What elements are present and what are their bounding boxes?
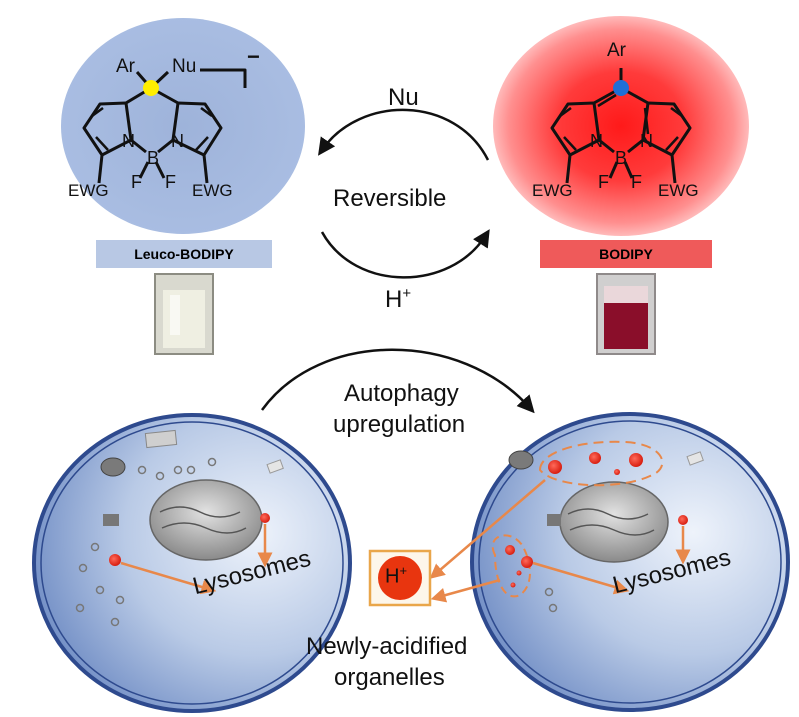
right-ewg1: EWG — [532, 181, 573, 200]
left-n1: N — [122, 131, 135, 151]
proton-box — [368, 549, 432, 607]
left-nu-label: Nu — [172, 56, 197, 77]
left-n2: N — [171, 131, 184, 151]
left-ar-label: Ar — [116, 56, 135, 77]
right-cell-membrane — [470, 412, 790, 712]
acidified-organelle-outline — [491, 534, 531, 598]
left-b: B — [147, 148, 160, 168]
bodipy-label: BODIPY — [540, 240, 712, 268]
left-f2: F — [165, 172, 176, 192]
acid-reagent-label: H+ — [385, 285, 412, 313]
right-cell — [429, 412, 790, 712]
acidified-organelle-outline — [538, 440, 664, 487]
leuco-bodipy-label: Leuco-BODIPY — [96, 240, 272, 268]
leuco-cuvette — [154, 273, 214, 355]
right-n1: N — [590, 131, 603, 151]
bodipy-cuvette — [596, 273, 656, 355]
leuco-blue-halo — [61, 18, 305, 234]
left-nucleus — [149, 479, 263, 561]
sp3-carbon-yellow-dot — [143, 80, 159, 96]
acidified-red-dots — [505, 452, 688, 588]
right-nucleus — [559, 481, 669, 563]
nucleophile-arrow — [318, 108, 490, 161]
bodipy-red-glow — [493, 16, 749, 236]
left-ewg2: EWG — [192, 181, 233, 200]
caption-line1: Newly-acidified — [306, 633, 468, 660]
sp2-carbon-blue-dot — [613, 80, 629, 96]
caption-line2: organelles — [334, 664, 445, 691]
leuco-bodipy-molecule — [61, 18, 305, 234]
autophagy-arrow — [260, 348, 535, 414]
left-cell — [32, 413, 352, 713]
left-charge: − — [247, 44, 260, 69]
reversible-label: Reversible — [333, 185, 447, 212]
left-cell-membrane — [32, 413, 352, 713]
proton-label: H+ — [385, 563, 408, 588]
bodipy-molecule — [493, 16, 749, 236]
right-n2: N — [640, 131, 653, 151]
acid-arrow — [320, 229, 490, 279]
right-ar-label: Ar — [607, 40, 626, 61]
probe-dot — [109, 554, 121, 566]
right-ewg2: EWG — [658, 181, 699, 200]
probe-dot — [260, 513, 270, 523]
right-f2: F — [631, 172, 642, 192]
upregulation-label: upregulation — [333, 411, 466, 438]
right-f1: F — [598, 172, 609, 192]
autophagy-label: Autophagy — [344, 380, 459, 407]
nu-reagent-label: Nu — [388, 84, 419, 111]
left-ewg1: EWG — [68, 181, 109, 200]
left-f1: F — [131, 172, 142, 192]
right-b: B — [615, 148, 628, 168]
